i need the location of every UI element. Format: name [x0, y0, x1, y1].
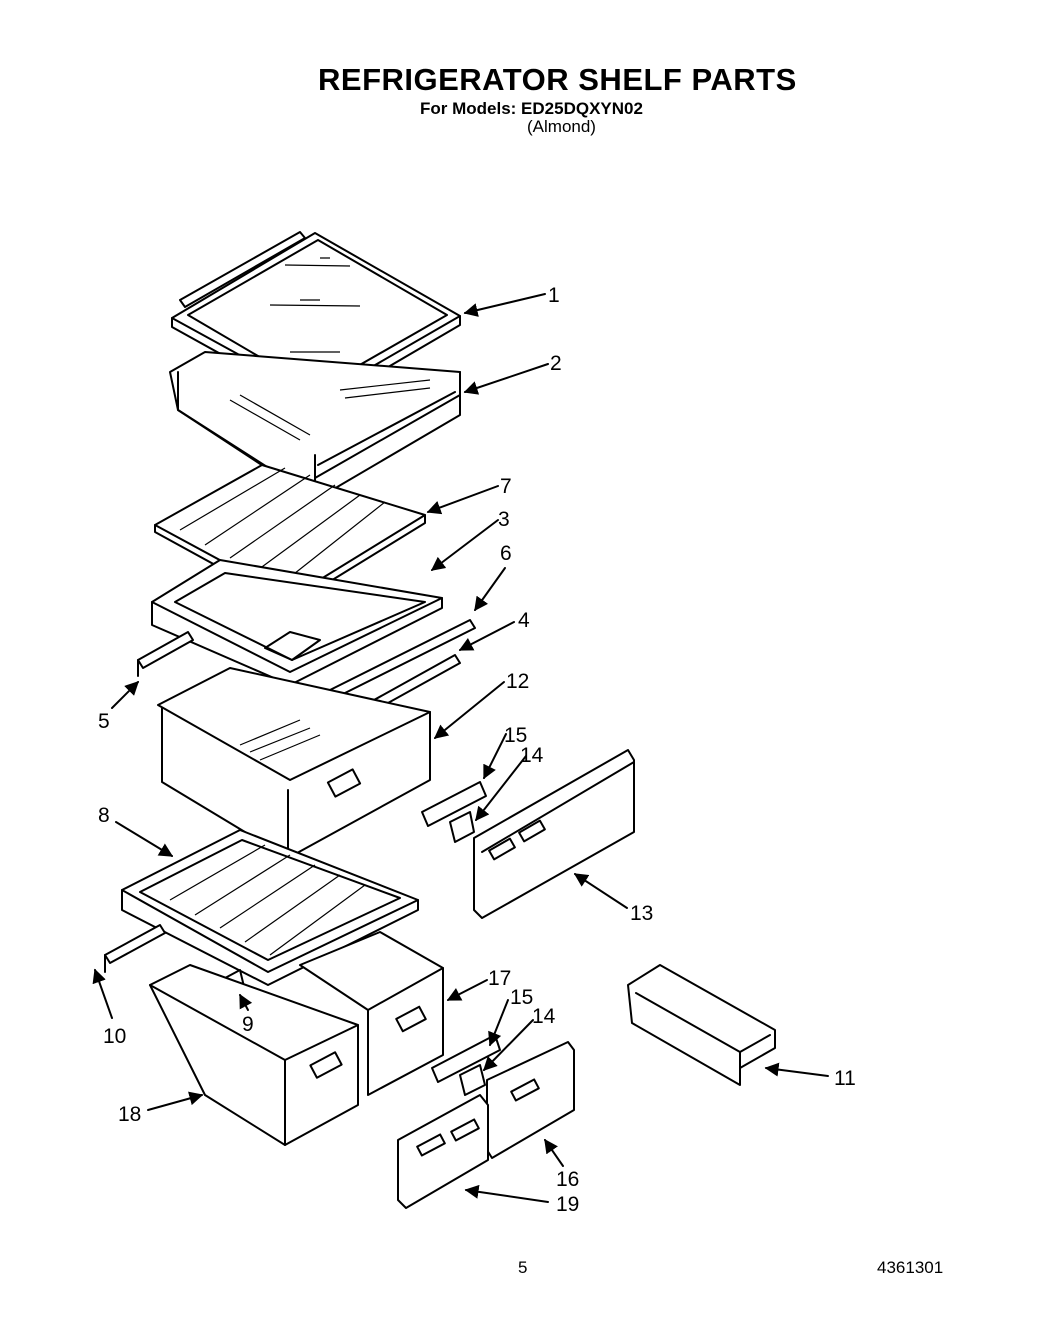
- model-line: For Models: ED25DQXYN02: [420, 99, 643, 118]
- callout-7: 7: [500, 475, 512, 498]
- part-13-drawer-front: [473, 749, 635, 919]
- callout-15-bottom: 15: [510, 986, 533, 1009]
- callout-4: 4: [518, 609, 530, 632]
- callout-8: 8: [98, 804, 110, 827]
- part-14-clip-bottom: [459, 1064, 486, 1096]
- color-line: (Almond): [527, 117, 596, 136]
- callout-11: 11: [834, 1067, 856, 1090]
- part-5-side-rail: [137, 631, 194, 677]
- callout-5: 5: [98, 710, 110, 733]
- leader-lines: [92, 293, 829, 1203]
- part-17-right-pan: [299, 931, 444, 1096]
- part-14-clip-top: [449, 811, 475, 843]
- page-title: REFRIGERATOR SHELF PARTS: [318, 62, 797, 97]
- callout-2: 2: [550, 352, 562, 375]
- part-10-side-rail: [104, 924, 166, 973]
- part-2-drawer: [169, 351, 461, 501]
- part-3-frame: [151, 559, 443, 686]
- callout-19: 19: [556, 1193, 579, 1216]
- document-number: 4361301: [877, 1258, 944, 1277]
- part-11-door-bin: [627, 964, 776, 1086]
- callout-15-top: 15: [504, 724, 527, 747]
- callout-12: 12: [506, 670, 529, 693]
- callout-17: 17: [488, 967, 511, 990]
- part-16-pan-front: [486, 1041, 575, 1159]
- part-19-pan-front: [397, 1094, 489, 1209]
- callout-3: 3: [498, 508, 510, 531]
- part-15-slide-top: [421, 781, 487, 827]
- part-15-slide-bottom: [431, 1034, 501, 1083]
- part-8-lower-shelf: [121, 829, 419, 986]
- callout-labels: 1 2 7 3 6 4 5 12 15 14 13 8 10 9 17 15 1…: [98, 284, 856, 1216]
- part-18-left-pan: [149, 964, 359, 1146]
- callout-18: 18: [118, 1103, 141, 1126]
- callout-6: 6: [500, 542, 512, 565]
- callout-14-bottom: 14: [532, 1005, 556, 1028]
- callout-13: 13: [630, 902, 653, 925]
- page-number: 5: [518, 1258, 528, 1277]
- callout-14-top: 14: [520, 744, 544, 767]
- callout-16: 16: [556, 1168, 579, 1191]
- callout-10: 10: [103, 1025, 126, 1048]
- callout-1: 1: [548, 284, 560, 307]
- callout-9: 9: [242, 1013, 254, 1036]
